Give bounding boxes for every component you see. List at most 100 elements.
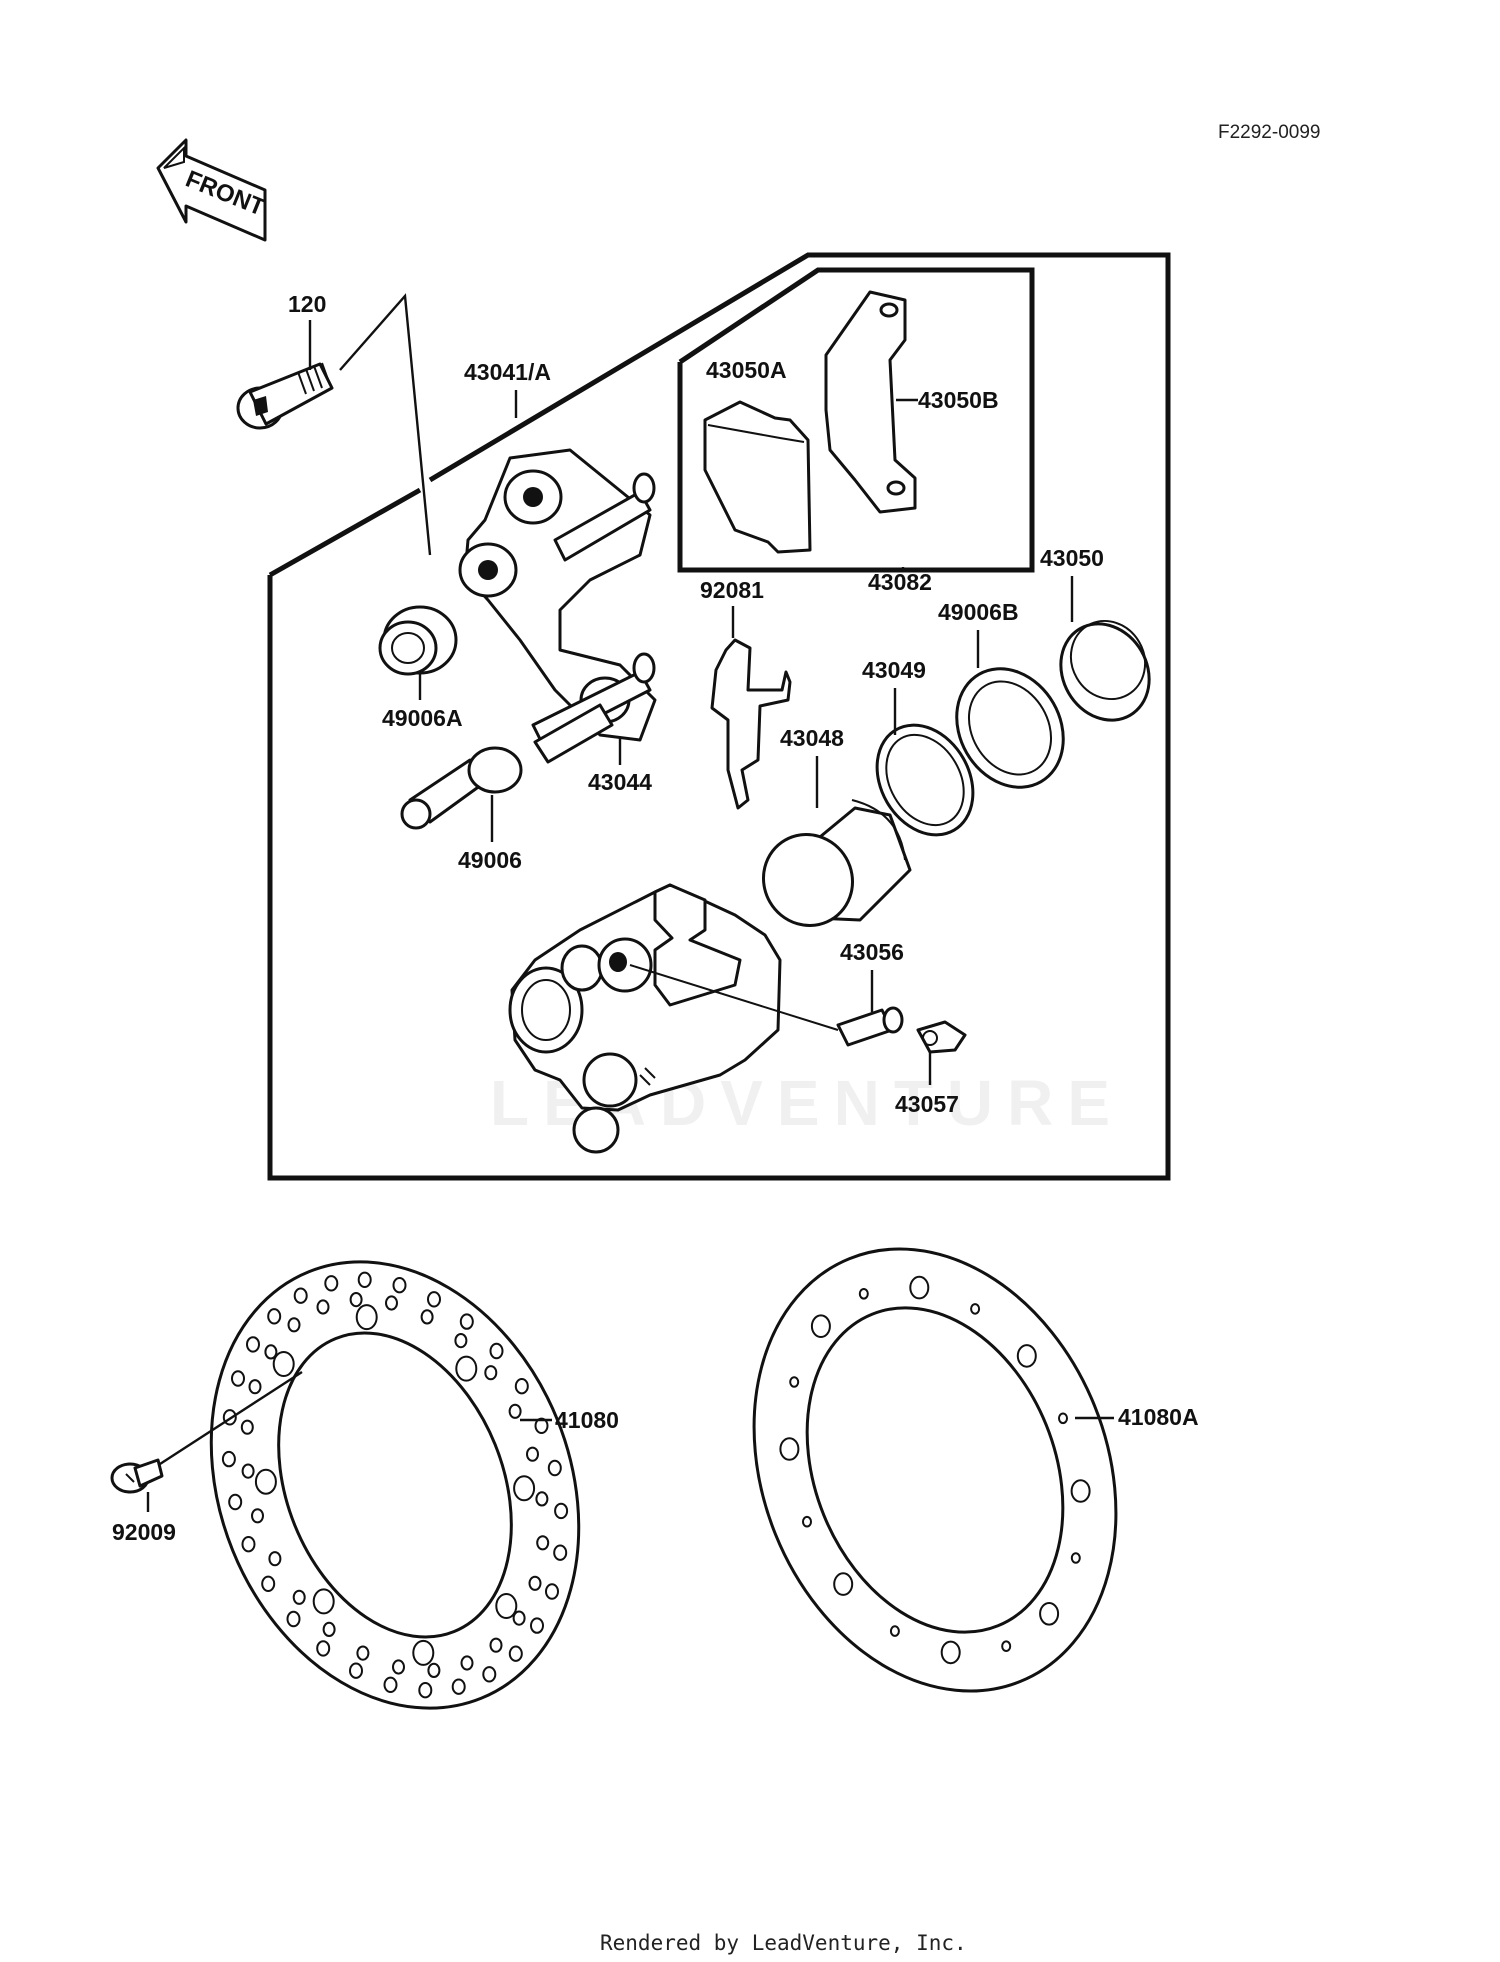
label-49006A: 49006A [382,705,463,731]
disc-hole [383,1676,398,1694]
front-arrow-icon: FRONT [156,138,269,242]
label-43056: 43056 [840,939,904,965]
footer-credit: Rendered by LeadVenture, Inc. [600,1931,967,1955]
disc-hole [322,1621,336,1638]
disc-hole [451,1678,466,1695]
disc-hole [316,1299,330,1315]
disc-hole [513,1475,536,1502]
cap-43050 [1059,619,1151,722]
disc-hole [221,1450,236,1468]
disc-hole [228,1493,243,1511]
disc-hole [356,1645,370,1661]
disc-hole [292,1589,306,1605]
disc-hole [287,1317,301,1333]
drill-holes [221,1271,569,1699]
disc-hole [508,1645,523,1662]
disc-hole [889,1625,900,1637]
disc-hole [970,1303,981,1315]
disc-hole [526,1446,539,1462]
disc-hole [1070,1479,1091,1503]
disc-hole [293,1287,308,1304]
disc-hole [528,1575,542,1591]
disc-hole [222,1409,237,1426]
label-43050A: 43050A [706,357,787,383]
disc-hole [254,1468,277,1495]
label-49006: 49006 [458,847,522,873]
disc-hole [779,1437,800,1461]
disc-hole [810,1314,831,1338]
disc-hole [427,1662,441,1679]
disc-hole [349,1292,363,1308]
disc-hole [418,1682,433,1699]
label-43050B: 43050B [918,387,999,413]
disc-hole [241,1463,255,1479]
disc-hole [455,1355,478,1382]
reference-code: F2292-0099 [1218,122,1320,143]
pin-43044 [533,703,614,764]
spring-92081 [710,638,792,810]
disc-hole [268,1551,282,1567]
disc-hole [512,1610,526,1626]
disc-hole [482,1666,497,1683]
disc-hole [392,1659,405,1675]
pad-43050A [703,400,812,554]
pad-set-box [677,267,1035,573]
label-120: 120 [288,291,326,317]
label-92009: 92009 [112,1519,176,1545]
disc-hole [392,1277,407,1294]
disc-hole [1039,1602,1060,1626]
leader-92009-to-disc [159,1370,303,1466]
disc-hole [554,1502,569,1520]
boot-49006 [400,746,523,830]
drill-holes [779,1275,1091,1665]
disc-hole [545,1583,559,1600]
disc-hole [267,1308,282,1325]
disc-hole [412,1639,435,1666]
seal-49006B [955,667,1065,789]
disc-hole [316,1640,331,1657]
disc-hole [272,1351,295,1377]
disc-hole [241,1536,256,1553]
disc-41080A [752,1247,1118,1693]
disc-hole [553,1544,568,1561]
disc-hole [484,1365,498,1381]
disc-hole [264,1344,278,1360]
disc-hole [940,1640,961,1665]
disc-hole [357,1271,372,1289]
disc-hole [1058,1412,1068,1425]
disc-hole [420,1309,434,1325]
disc-hole [909,1275,930,1300]
disc-hole [251,1508,264,1524]
disc-hole [547,1459,562,1477]
disc-hole [248,1379,262,1395]
disc-hole [858,1288,869,1300]
disc-hole [534,1417,549,1435]
disc-hole [530,1617,544,1634]
screw-92009 [110,1458,164,1494]
label-43048: 43048 [780,725,844,751]
label-92081: 92081 [700,577,764,603]
label-43049: 43049 [862,657,926,683]
leader-120-to-bracket [339,293,432,556]
label-43082: 43082 [868,569,932,595]
piston-43048 [761,799,912,928]
disc-hole [514,1378,529,1395]
disc-hole [312,1588,335,1615]
disc-hole [355,1304,378,1331]
disc-hole [460,1655,474,1671]
disc-hole [240,1419,254,1435]
disc-hole [286,1610,301,1628]
disc-hole [1001,1640,1012,1652]
disc-41080 [209,1260,581,1710]
bolt-120 [236,362,334,430]
cap-43057 [916,1020,967,1054]
disc-hole [489,1342,504,1360]
disc-hole [246,1336,260,1353]
bleeder-43056 [629,964,904,1047]
label-41080: 41080 [555,1407,619,1433]
disc-hole [833,1572,854,1596]
disc-hole [261,1575,276,1593]
disc-hole [489,1637,503,1653]
label-43057: 43057 [895,1091,959,1117]
label-43044: 43044 [588,769,652,795]
